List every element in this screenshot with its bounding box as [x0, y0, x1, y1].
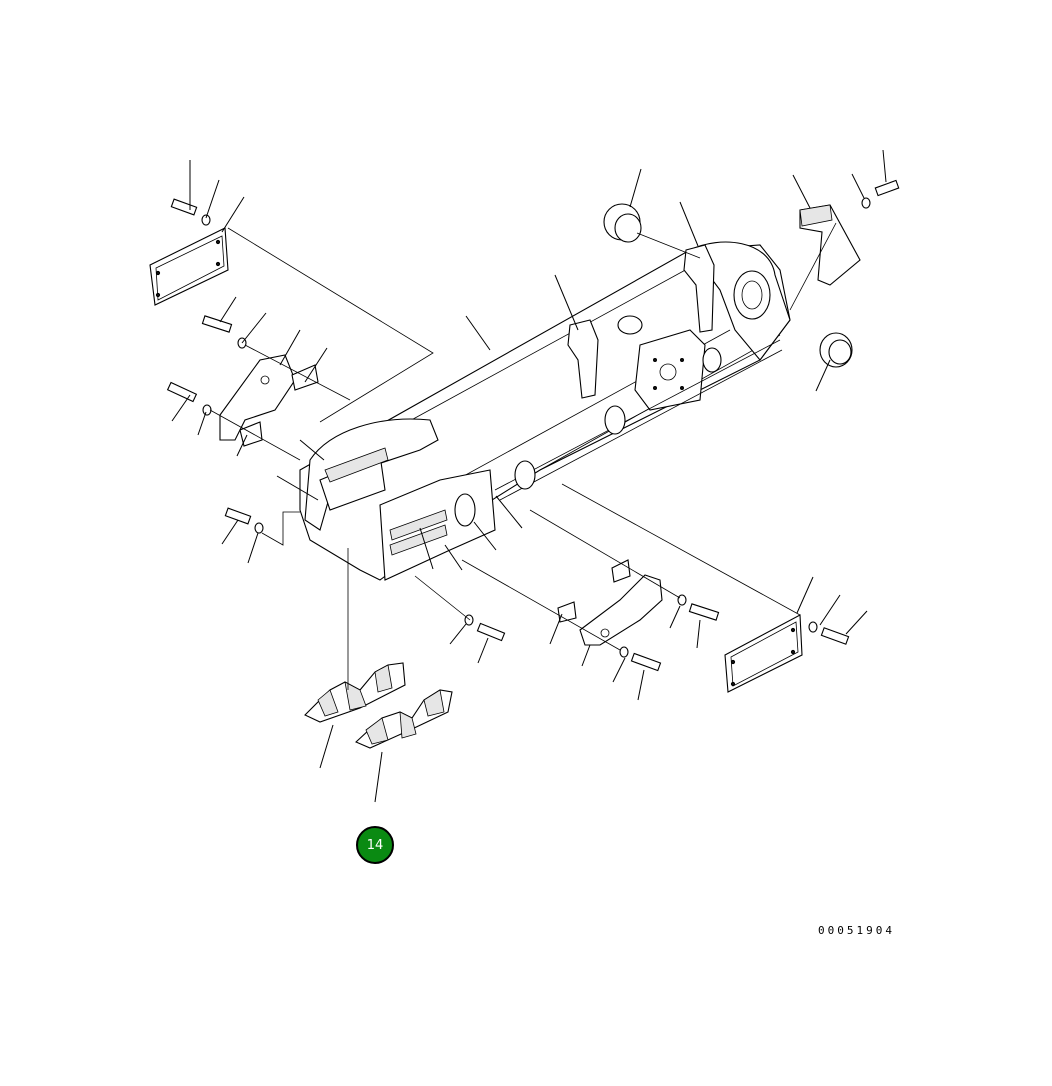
bolt-left-2 [166, 381, 212, 416]
bolt-right-2 [619, 646, 662, 672]
carrier-roller-right [819, 332, 853, 368]
guard-bracket-right [557, 559, 663, 646]
track-guard-lower [355, 689, 453, 749]
track-guard-upper [304, 662, 406, 723]
track-frame [299, 241, 791, 581]
leader-lines [171, 149, 887, 803]
callout-number-badge[interactable]: 14 [356, 826, 394, 864]
bolt-top-left [170, 198, 211, 226]
bolt-left-3 [224, 507, 264, 534]
guard-bracket-left [219, 354, 319, 447]
bolt-right-plate [808, 621, 850, 645]
cover-plate-top-left [149, 227, 229, 306]
bolt-right-1 [677, 594, 720, 621]
cover-plate-right [724, 614, 803, 693]
bolt-center [464, 614, 506, 642]
bolt-left-1 [201, 315, 247, 349]
carrier-roller-left [603, 203, 642, 243]
document-code: 00051904 [818, 924, 895, 937]
roller-bracket-right [799, 204, 861, 286]
bolt-top-right [861, 179, 900, 209]
